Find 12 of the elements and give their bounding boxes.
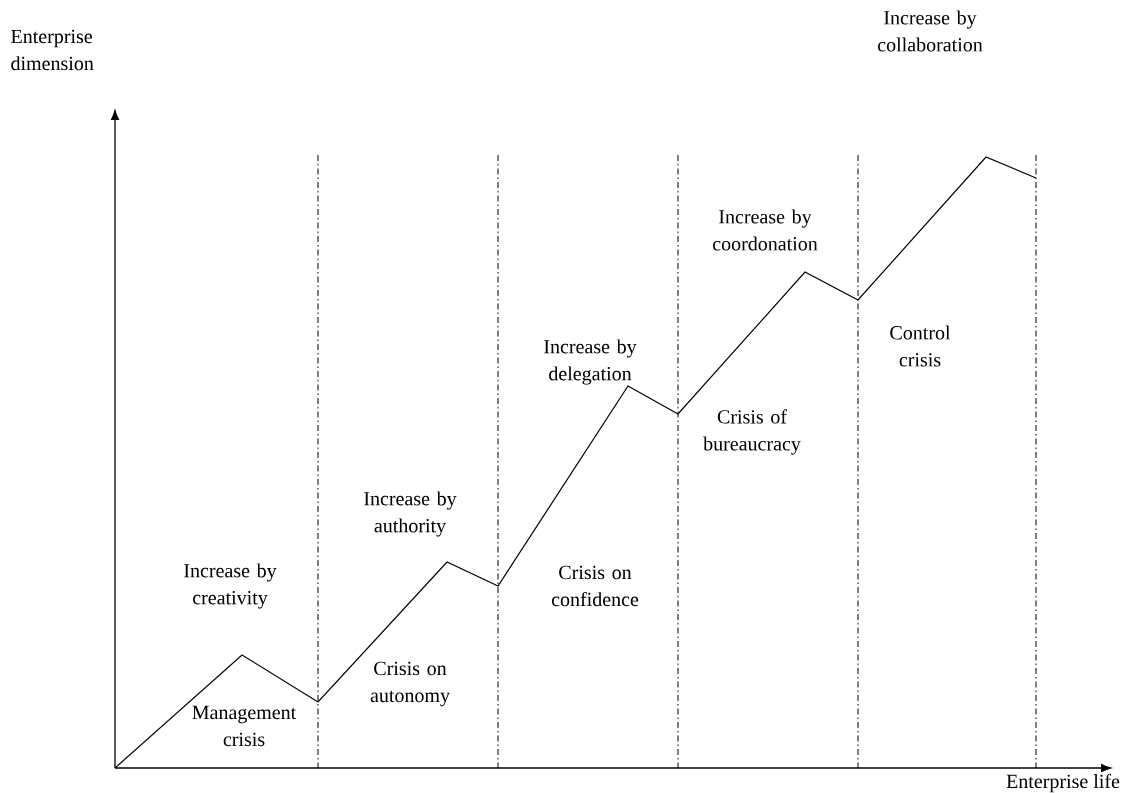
phase-label: Crisis of bureaucracy bbox=[703, 409, 801, 455]
phase-label: Management crisis bbox=[192, 705, 297, 747]
phase-label: Increase by coordonation bbox=[713, 209, 818, 251]
axis-label: Enterprise dimension bbox=[11, 29, 94, 71]
phase-label: Control crisis bbox=[890, 325, 951, 367]
phase-label: Crisis on autonomy bbox=[370, 661, 450, 707]
phase-label: Increase by delegation bbox=[544, 339, 637, 385]
axis-label: Enterprise life bbox=[1006, 773, 1120, 793]
phase-label: Crisis on confidence bbox=[551, 565, 639, 607]
phase-label: Increase by authority bbox=[364, 491, 457, 537]
phase-label: Increase by collaboration bbox=[878, 10, 983, 52]
phase-label: Increase by creativity bbox=[184, 563, 277, 609]
